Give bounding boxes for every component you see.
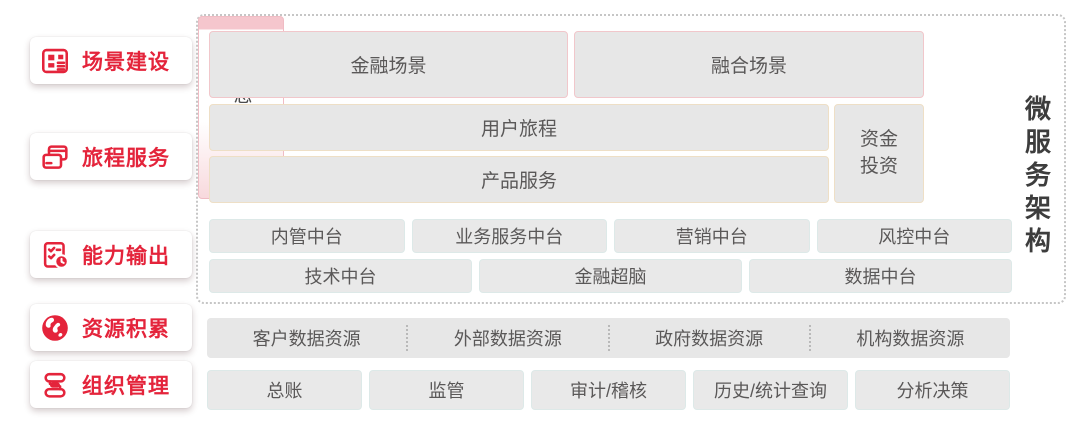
- sidebar-item-scene-construction: 场景建设: [23, 37, 192, 89]
- sidebar-item-label: 旅程服务: [82, 146, 170, 170]
- sidebar-item-organization-management: 组织管理: [23, 361, 192, 413]
- block-history-statistics-query: 历史/统计查询: [693, 370, 848, 410]
- segment-government-data: 政府数据资源: [655, 329, 764, 349]
- block-marketing-platform: 营销中台: [614, 219, 810, 253]
- platform-row-1: 内管中台 业务服务中台 营销中台 风控中台: [209, 219, 1012, 253]
- segment-institution-data: 机构数据资源: [856, 329, 965, 349]
- sidebar-item-label: 场景建设: [82, 50, 170, 74]
- block-analysis-decision: 分析决策: [855, 370, 1010, 410]
- org-flow-icon: [44, 372, 66, 398]
- block-data-platform: 数据中台: [749, 259, 1012, 293]
- cards-icon: [42, 144, 68, 169]
- platform-row-2: 技术中台 金融超脑 数据中台: [209, 259, 1012, 293]
- block-fund-investment: 资金投资: [834, 104, 924, 203]
- block-internal-mgmt-platform: 内管中台: [209, 219, 405, 253]
- dotted-divider: [406, 325, 409, 351]
- sidebar-item-label: 组织管理: [82, 374, 170, 398]
- sidebar-item-resource-accumulation: 资源积累: [23, 304, 192, 356]
- block-audit: 审计/稽核: [531, 370, 686, 410]
- sidebar-item-journey-services: 旅程服务: [23, 133, 192, 185]
- block-regulation: 监管: [369, 370, 524, 410]
- block-general-ledger: 总账: [207, 370, 362, 410]
- block-risk-control-platform: 风控中台: [816, 219, 1012, 253]
- segment-customer-data: 客户数据资源: [252, 329, 361, 349]
- dotted-divider: [607, 325, 610, 351]
- sidebar-item-capability-output: 能力输出: [23, 231, 192, 283]
- checklist-clock-icon: [43, 241, 69, 269]
- block-user-journey: 用户旅程: [209, 104, 829, 151]
- block-financial-scene: 金融场景: [209, 31, 568, 98]
- globe-icon: [42, 314, 68, 341]
- data-resource-bar: 客户数据资源 外部数据资源 政府数据资源 机构数据资源: [207, 318, 1010, 358]
- segment-external-data: 外部数据资源: [453, 329, 562, 349]
- block-technology-platform: 技术中台: [209, 259, 472, 293]
- sidebar-item-label: 资源积累: [82, 317, 170, 341]
- sidebar-item-label: 能力输出: [82, 244, 170, 268]
- dotted-divider: [808, 325, 811, 351]
- microservice-architecture-title: 微服务架构: [1021, 94, 1052, 260]
- block-business-service-platform: 业务服务中台: [411, 219, 607, 253]
- microservice-architecture-container: 金融场景 融合场景 生态链接 微服务架构 用户旅程 产品服务 资金投资 内管中台…: [196, 14, 1066, 304]
- block-financial-superbrain: 金融超脑: [479, 259, 742, 293]
- block-product-service: 产品服务: [209, 156, 829, 203]
- management-row: 总账 监管 审计/稽核 历史/统计查询 分析决策: [207, 370, 1010, 410]
- block-fusion-scene: 融合场景: [574, 31, 924, 98]
- layout-grid-icon: [42, 48, 69, 73]
